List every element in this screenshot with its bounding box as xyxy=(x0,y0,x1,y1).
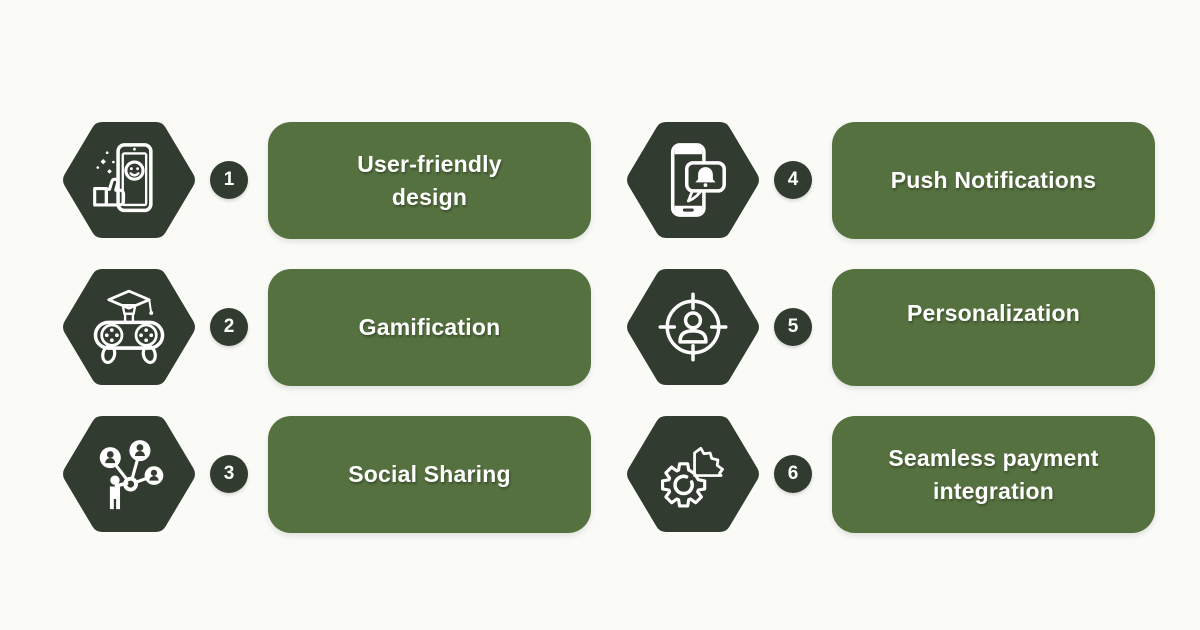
feature-label-card: Personalization xyxy=(832,269,1155,386)
person-network-icon xyxy=(99,440,164,510)
feature-4-hexagon xyxy=(627,120,759,240)
feature-2-hexagon xyxy=(63,267,195,387)
step-number-badge: 6 xyxy=(774,455,812,493)
step-number-badge: 4 xyxy=(774,161,812,199)
phone-notification-bell-icon xyxy=(670,143,726,217)
feature-3-hexagon xyxy=(63,414,195,534)
step-number-badge: 1 xyxy=(210,161,248,199)
feature-label-line: Social Sharing xyxy=(348,461,511,487)
feature-label-line: integration xyxy=(932,477,1055,504)
feature-1-hexagon xyxy=(63,120,195,240)
hexagon-shape xyxy=(63,416,195,532)
feature-5-hexagon xyxy=(627,267,759,387)
feature-label-card: Push Notifications xyxy=(832,122,1155,239)
gear-pie-chart-icon xyxy=(661,446,725,508)
feature-label-line: Gamification xyxy=(358,314,501,340)
feature-6-hexagon xyxy=(627,414,759,534)
step-number-badge: 3 xyxy=(210,455,248,493)
feature-label-line: User-friendly xyxy=(357,150,502,177)
person-target-icon xyxy=(658,292,728,362)
feature-label-line: Push Notifications xyxy=(890,167,1097,193)
feature-label-line: design xyxy=(391,183,468,210)
step-number-badge: 2 xyxy=(210,308,248,346)
feature-label-card: Seamless payment integration xyxy=(832,416,1155,533)
feature-label-line: Seamless payment xyxy=(888,444,1099,471)
feature-label-card: Social Sharing xyxy=(268,416,591,533)
hexagon-shape xyxy=(63,269,195,385)
gamepad-graduation-cap-icon xyxy=(93,289,165,364)
phone-smiley-thumbs-up-icon xyxy=(93,143,153,213)
feature-label-card: Gamification xyxy=(268,269,591,386)
step-number-badge: 5 xyxy=(774,308,812,346)
feature-label-line: Personalization xyxy=(907,300,1080,326)
feature-label-card: User-friendly design xyxy=(268,122,591,239)
